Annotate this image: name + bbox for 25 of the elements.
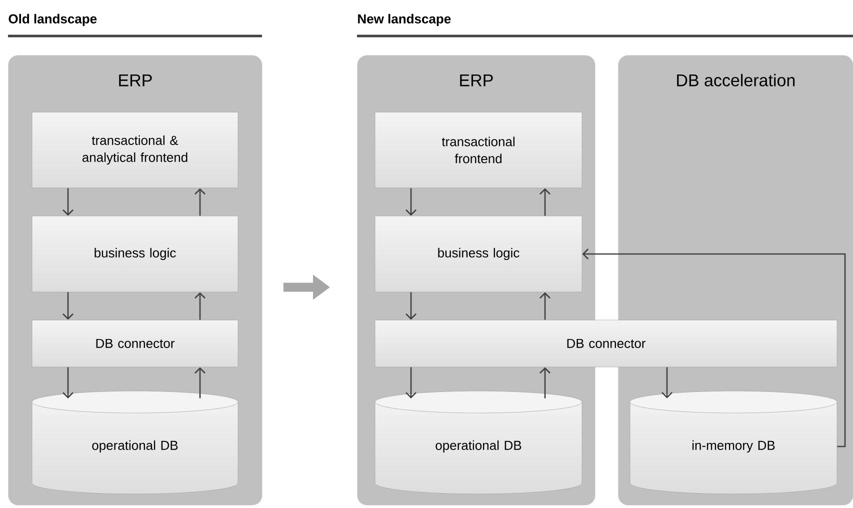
- process-box: transactional & analytical frontend: [32, 112, 238, 188]
- arrow: [62, 188, 74, 216]
- section-heading: Old landscape: [8, 14, 97, 26]
- arrow: [194, 367, 206, 398]
- arrow: [62, 367, 74, 398]
- process-box: business logic: [32, 216, 238, 292]
- database-cylinder: in-memory DB: [630, 390, 838, 494]
- arrow: [540, 292, 550, 320]
- arrow: [540, 188, 550, 216]
- arrow: [406, 292, 416, 320]
- arrow: [582, 248, 846, 448]
- arrow: [540, 367, 550, 398]
- section-heading: New landscape: [358, 14, 451, 26]
- arrow: [194, 188, 206, 216]
- database-cylinder: operational DB: [32, 390, 238, 494]
- process-box: business logic: [374, 216, 582, 292]
- arrow: [406, 188, 416, 216]
- arrow: [194, 292, 206, 320]
- database-cylinder: operational DB: [374, 390, 582, 494]
- arrow: [406, 367, 416, 398]
- process-box: DB connector: [32, 320, 238, 368]
- arrow: [62, 292, 74, 320]
- process-box: transactional frontend: [374, 112, 582, 188]
- process-box: DB connector: [374, 320, 838, 368]
- arrow: [662, 367, 672, 398]
